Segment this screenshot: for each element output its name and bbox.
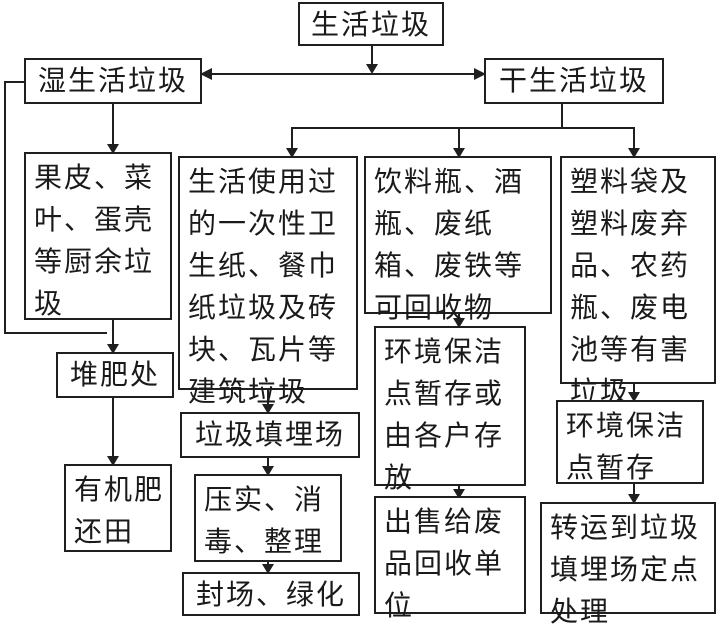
connector-lines — [4, 44, 640, 574]
node-dry-branch-1-close: 封场、绿化 — [182, 572, 360, 616]
arrowhead — [628, 148, 640, 158]
arrowhead — [262, 466, 274, 476]
node-dry-branch-1-items: 生活使用过的一次性卫生纸、餐巾纸垃圾及砖块、瓦片等建筑垃圾 — [178, 156, 358, 408]
node-dry-branch-2-sell: 出售给废品回收单位 — [374, 496, 526, 622]
arrowhead — [200, 68, 212, 80]
node-dry-branch-2-storage: 环境保洁点暂存或由各户存放 — [374, 326, 526, 494]
node-dry-branch-3-items: 塑料袋及塑料废弃品、农药瓶、废电池等有害垃圾 — [560, 156, 716, 408]
node-compost: 堆肥处 — [56, 352, 174, 398]
node-dry-branch-3-transfer: 转运到垃圾填埋场定点处理 — [540, 502, 716, 628]
node-root: 生活垃圾 — [298, 2, 444, 46]
node-dry-branch-1-compact: 压实、消毒、整理 — [194, 474, 342, 562]
arrowhead — [107, 456, 119, 466]
arrowhead — [628, 392, 640, 402]
connector-wet-bypass — [4, 81, 107, 334]
node-dry-waste: 干生活垃圾 — [484, 58, 664, 104]
arrowhead — [628, 494, 640, 504]
arrowhead — [366, 64, 378, 74]
arrowhead — [107, 344, 119, 354]
node-wet-waste: 湿生活垃圾 — [24, 58, 202, 104]
arrowhead — [453, 318, 465, 328]
arrowhead — [286, 148, 298, 158]
arrowhead — [474, 68, 486, 80]
node-wet-items: 果皮、菜叶、蛋壳等厨余垃圾 — [24, 152, 172, 320]
connector-dry-branches — [291, 127, 635, 150]
node-dry-branch-3-storage: 环境保洁点暂存 — [556, 400, 704, 484]
arrowhead — [262, 564, 274, 574]
arrowhead — [453, 489, 465, 499]
arrowhead — [453, 148, 465, 158]
node-organic-fertilizer: 有机肥还田 — [64, 464, 172, 552]
node-dry-branch-2-items: 饮料瓶、酒瓶、废纸箱、废铁等可回收物 — [364, 156, 552, 324]
node-dry-branch-1-landfill: 垃圾填埋场 — [180, 412, 360, 458]
arrowhead — [262, 404, 274, 414]
arrowhead — [107, 144, 119, 154]
